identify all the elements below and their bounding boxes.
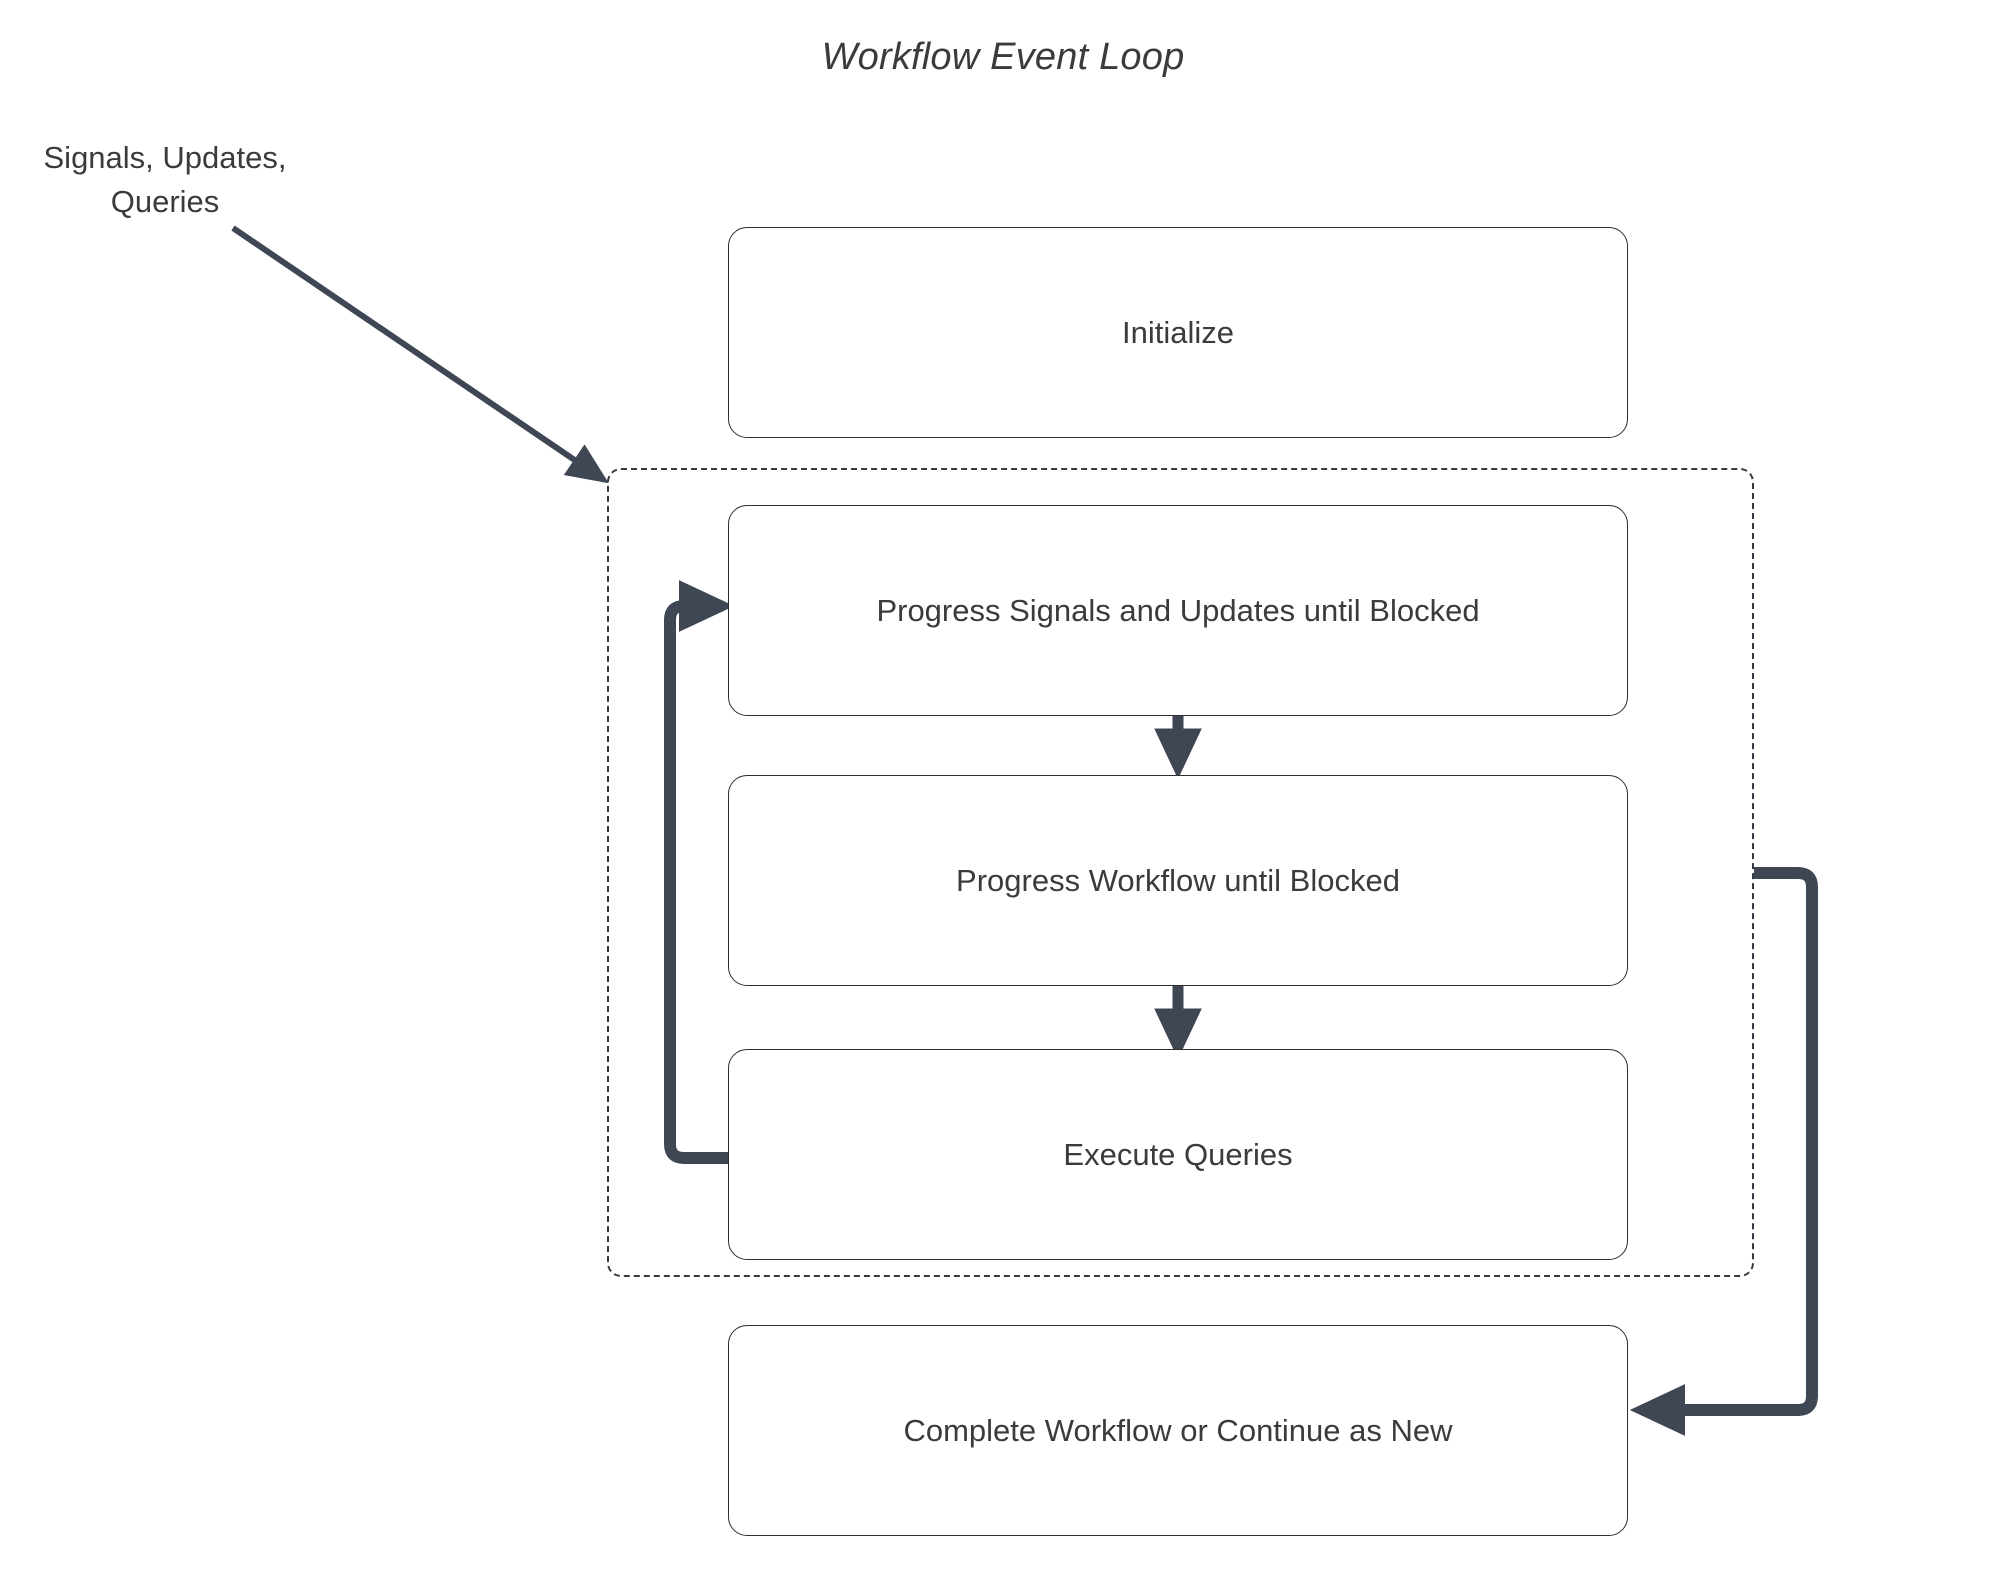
edge-signals-into-loop xyxy=(231,225,609,484)
edge-loop-to-complete xyxy=(1629,867,1818,1436)
edge-queries-back-to-signals xyxy=(664,580,735,1164)
signals-label-line-2: Queries xyxy=(110,184,220,219)
node-execute-queries-label: Execute Queries xyxy=(1063,1136,1293,1172)
node-progress-signals-label: Progress Signals and Updates until Block… xyxy=(876,592,1480,628)
node-execute-queries[interactable]: Execute Queries xyxy=(728,1049,1628,1260)
node-progress-workflow[interactable]: Progress Workflow until Blocked xyxy=(728,775,1628,986)
signals-updates-queries-label: Signals, Updates, Queries xyxy=(20,136,310,224)
node-initialize[interactable]: Initialize xyxy=(728,227,1628,438)
node-complete-workflow-label: Complete Workflow or Continue as New xyxy=(903,1412,1453,1448)
node-complete-workflow[interactable]: Complete Workflow or Continue as New xyxy=(728,1325,1628,1536)
page-title: Workflow Event Loop xyxy=(821,36,1185,78)
node-progress-workflow-label: Progress Workflow until Blocked xyxy=(956,862,1400,898)
event-loop-group xyxy=(607,468,1754,1277)
node-progress-signals[interactable]: Progress Signals and Updates until Block… xyxy=(728,505,1628,716)
node-initialize-label: Initialize xyxy=(1122,314,1234,350)
signals-label-line-1: Signals, Updates, xyxy=(43,140,287,175)
